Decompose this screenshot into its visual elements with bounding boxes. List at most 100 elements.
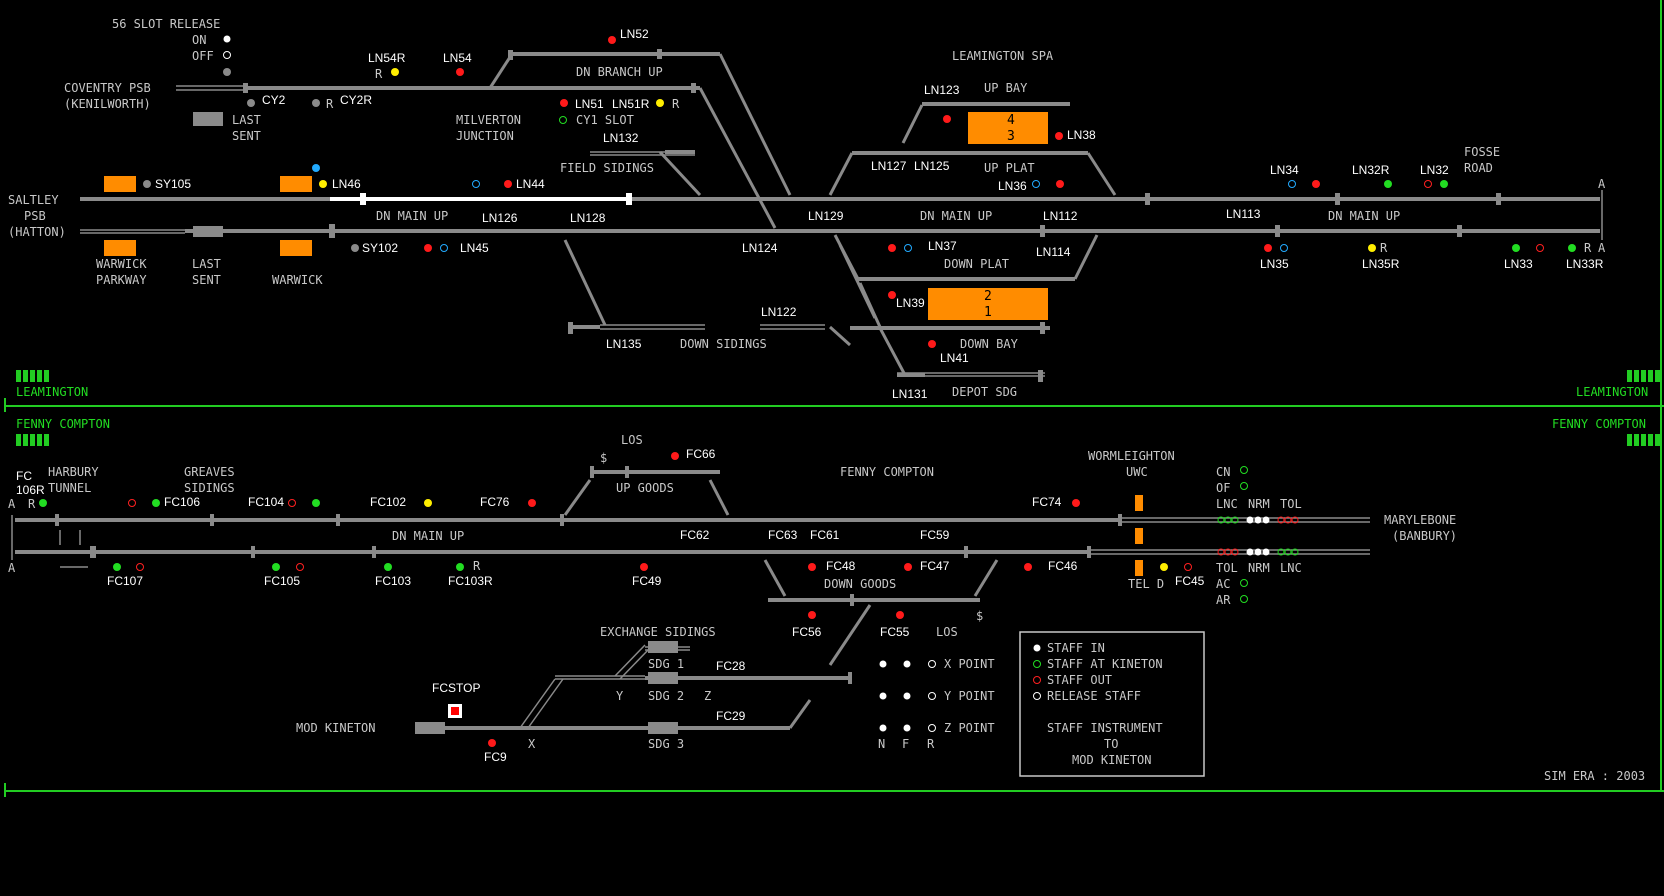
signal-LN39 <box>888 291 896 299</box>
signal-LN38 <box>1055 132 1063 140</box>
signal-FC46 <box>1024 563 1032 571</box>
svg-text:R: R <box>326 97 334 111</box>
svg-text:Y: Y <box>616 689 624 703</box>
platform-4-number: 4 <box>1007 113 1015 128</box>
top-labels: 56 SLOT RELEASE ON OFF COVENTRY PSB (KEN… <box>8 17 1648 399</box>
svg-text:CY2: CY2 <box>262 93 286 107</box>
svg-text:FC74: FC74 <box>1032 495 1062 509</box>
signal-LN32 <box>1440 180 1448 188</box>
leamington-left-label: LEAMINGTON <box>16 385 88 399</box>
signal-FC9 <box>488 739 496 747</box>
los-top-label: LOS <box>621 433 643 447</box>
sdg2-label: SDG 2 <box>648 689 684 703</box>
slot-release-title: 56 SLOT RELEASE <box>112 17 220 31</box>
signal-lamps[interactable] <box>39 36 1576 747</box>
svg-text:FC48: FC48 <box>826 559 856 573</box>
svg-text:LN39: LN39 <box>896 296 925 310</box>
signal-FC107 <box>113 563 121 571</box>
signal-FC74 <box>1072 499 1080 507</box>
svg-text:TO: TO <box>1104 737 1118 751</box>
svg-text:LN127: LN127 <box>871 159 907 173</box>
svg-text:LN45: LN45 <box>460 241 489 255</box>
token-dots <box>223 35 1299 603</box>
greaves-label-2: SIDINGS <box>184 481 235 495</box>
svg-text:LN36: LN36 <box>998 179 1027 193</box>
svg-text:LN51: LN51 <box>575 97 604 111</box>
slot-off-label: OFF <box>192 49 214 63</box>
marylebone-label-2: (BANBURY) <box>1392 529 1457 543</box>
dollar-bottom-label: $ <box>976 609 983 623</box>
signal-FC49 <box>640 563 648 571</box>
up-bay-label: UP BAY <box>984 81 1028 95</box>
fosse-road-label-2: ROAD <box>1464 161 1493 175</box>
signal-FC47 <box>904 563 912 571</box>
svg-text:LN129: LN129 <box>808 209 844 223</box>
saltley-label-3: (HATTON) <box>8 225 66 239</box>
svg-text:LN123: LN123 <box>924 83 960 97</box>
svg-text:LN125: LN125 <box>914 159 950 173</box>
signal-LN34 <box>1312 180 1320 188</box>
tel-d-label: TEL D <box>1128 577 1164 591</box>
svg-text:X POINT: X POINT <box>944 657 995 671</box>
svg-text:LN124: LN124 <box>742 241 778 255</box>
platform-3-number: 3 <box>1007 129 1015 144</box>
svg-text:FC46: FC46 <box>1048 559 1078 573</box>
svg-text:A: A <box>8 561 16 575</box>
bottom-labels: FENNY COMPTON FENNY COMPTON FC 106R HARB… <box>16 417 1646 783</box>
svg-text:LN132: LN132 <box>603 131 639 145</box>
svg-text:FC102: FC102 <box>370 495 406 509</box>
signal-SY105 <box>143 180 151 188</box>
svg-text:FC63: FC63 <box>768 528 798 542</box>
svg-text:Y POINT: Y POINT <box>944 689 995 703</box>
dn-main-up-label-2: DN MAIN UP <box>920 209 992 223</box>
signal-FC104 <box>312 499 320 507</box>
svg-text:FC49: FC49 <box>632 574 662 588</box>
last-sent-label: LAST <box>232 113 261 127</box>
coventry-label-2: (KENILWORTH) <box>64 97 151 111</box>
up-goods-label: UP GOODS <box>616 481 674 495</box>
signal-LN44 <box>504 180 512 188</box>
fosse-road-label: FOSSE <box>1464 145 1500 159</box>
signal-FC102 <box>424 499 432 507</box>
svg-text:FC: FC <box>16 469 32 483</box>
signal-LN45 <box>424 244 432 252</box>
svg-text:FC105: FC105 <box>264 574 300 588</box>
warwick-label: WARWICK <box>272 273 323 287</box>
svg-text:RELEASE STAFF: RELEASE STAFF <box>1047 689 1141 703</box>
marylebone-label: MARYLEBONE <box>1384 513 1456 527</box>
last-sent-2-label-2: SENT <box>192 273 221 287</box>
svg-text:F: F <box>902 737 909 751</box>
svg-text:LN112: LN112 <box>1043 209 1078 223</box>
wormleighton-label: WORMLEIGHTON <box>1088 449 1175 463</box>
svg-text:FC9: FC9 <box>484 750 507 764</box>
signal-LN123 <box>943 115 951 123</box>
svg-text:FC29: FC29 <box>716 709 746 723</box>
signal-LN52 <box>608 36 616 44</box>
svg-text:OF: OF <box>1216 481 1230 495</box>
point-indicators[interactable] <box>879 660 936 732</box>
svg-text:FC28: FC28 <box>716 659 746 673</box>
svg-text:LN114: LN114 <box>1036 245 1071 259</box>
signal-FC45 <box>1160 563 1168 571</box>
svg-text:LN52: LN52 <box>620 27 649 41</box>
svg-text:NRM: NRM <box>1248 561 1270 575</box>
svg-text:LN54R: LN54R <box>368 51 406 65</box>
svg-text:CY2R: CY2R <box>340 93 372 107</box>
svg-text:X: X <box>528 737 536 751</box>
los-bottom-label: LOS <box>936 625 958 639</box>
signal-FC48 <box>808 563 816 571</box>
down-bay-label: DOWN BAY <box>960 337 1019 351</box>
signal-CY2 <box>247 99 255 107</box>
svg-text:AC: AC <box>1216 577 1230 591</box>
harbury-label-2: TUNNEL <box>48 481 91 495</box>
signal-LN51R <box>656 99 664 107</box>
top-signal-labels: LN52 LN54R LN54 CY2 CY2R R R LN51 LN51R … <box>155 27 1606 401</box>
signal-LN51 <box>560 99 568 107</box>
dn-main-up-label-3: DN MAIN UP <box>1328 209 1400 223</box>
staff-legend <box>1019 631 1205 777</box>
milverton-label-2: JUNCTION <box>456 129 514 143</box>
svg-text:R: R <box>375 67 383 81</box>
signal-FC103R <box>456 563 464 571</box>
cy1-slot-label: CY1 SLOT <box>576 113 634 127</box>
